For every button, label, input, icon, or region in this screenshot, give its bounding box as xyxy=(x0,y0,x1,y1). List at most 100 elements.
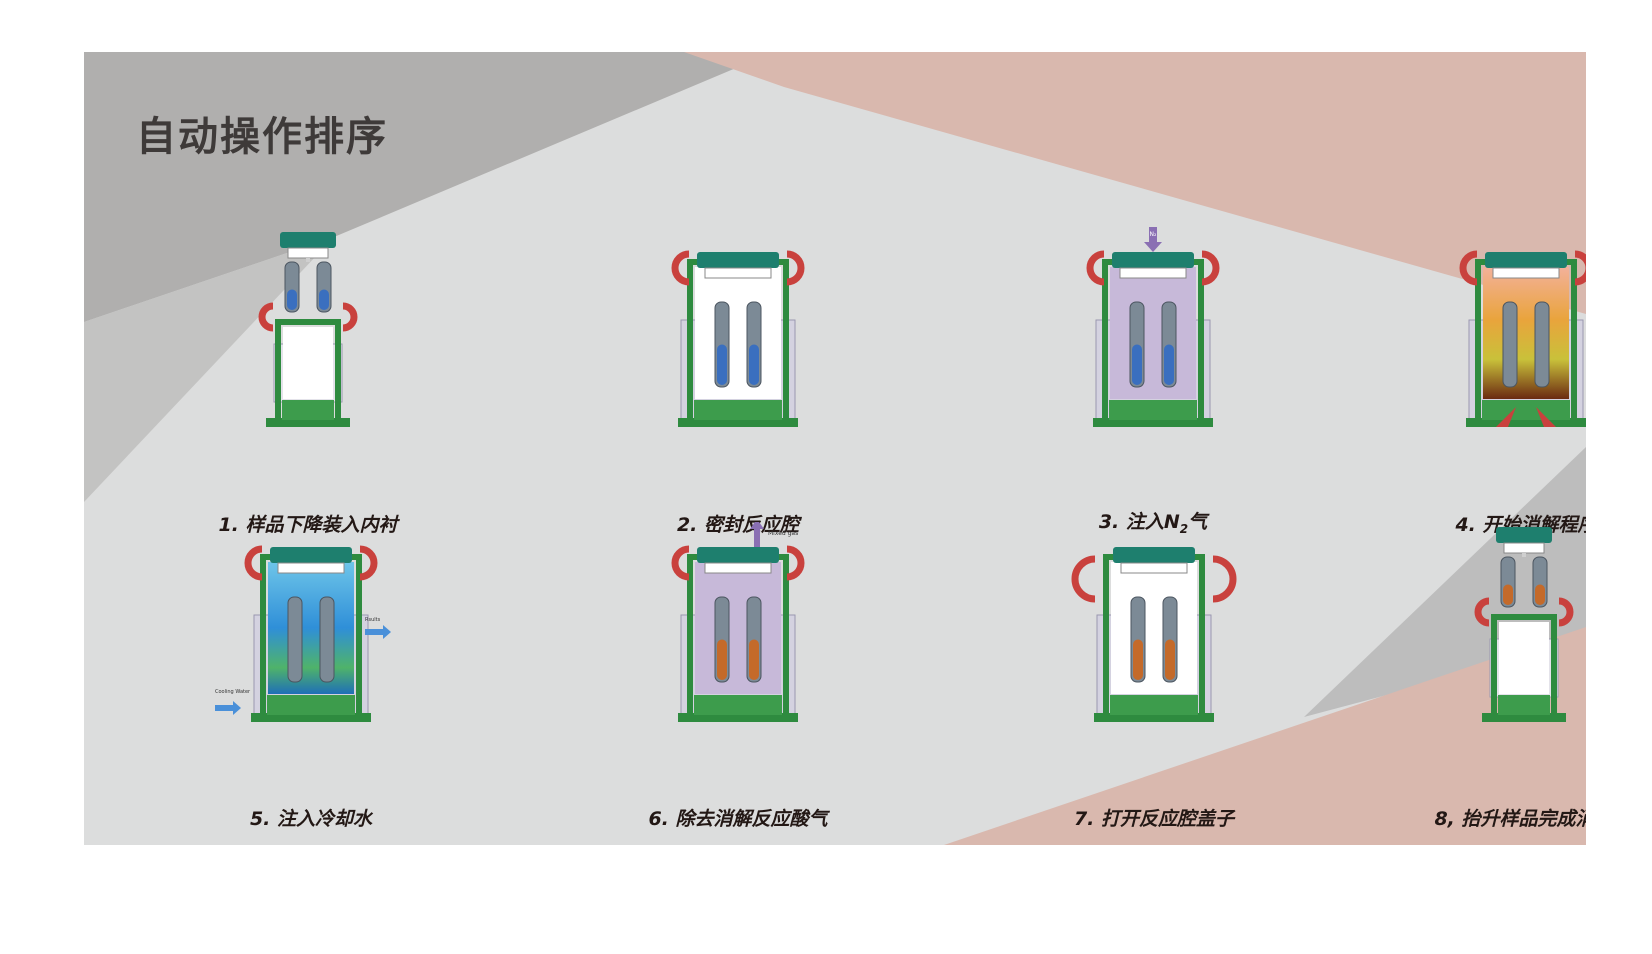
vessel-illustration xyxy=(1459,250,1586,427)
vessel-foot xyxy=(1498,695,1550,715)
clamp-arrow-icon xyxy=(1086,250,1220,286)
lid-insert xyxy=(277,562,345,574)
water-in-arrow-icon: Cooling Water xyxy=(215,689,251,715)
lid-insert xyxy=(704,267,772,279)
diagram-panel: 自动操作排序 1. 样品下降装入内衬 2. 密封反应腔 N₂ 3. 注入N2气 … xyxy=(84,52,1586,845)
vessel-base xyxy=(678,713,798,722)
step-number: 7. xyxy=(1073,808,1095,830)
step-caption: 8, 抬升样品完成消解 xyxy=(1354,804,1586,831)
vessel-foot xyxy=(694,695,782,715)
vessel-illustration xyxy=(258,232,358,427)
step-1: 1. 样品下降装入内衬 xyxy=(138,227,478,557)
clamp-arrow-icon xyxy=(1474,597,1574,627)
sample-liquid xyxy=(1133,639,1143,680)
lid-insert xyxy=(287,247,329,259)
vessel-foot xyxy=(694,400,782,420)
step-4: 4. 开始消解程序 xyxy=(1356,227,1586,557)
lid-insert xyxy=(1120,562,1188,574)
nitrogen-arrow-icon: N₂ xyxy=(1144,227,1162,252)
water-in-tag: Cooling Water xyxy=(215,689,251,695)
vessel-lid xyxy=(697,547,779,563)
sample-liquid xyxy=(319,289,329,310)
nitrogen-tag: N₂ xyxy=(1150,231,1157,238)
step-label: 抬升样品完成消解 xyxy=(1461,808,1586,830)
bg-pink-band-bottom xyxy=(944,627,1586,845)
step-caption: 3. 注入N2气 xyxy=(983,507,1323,536)
step-3: N₂ 3. 注入N2气 xyxy=(983,227,1323,557)
bg-pink-band-top xyxy=(684,52,1586,314)
step-label: 注入冷却水 xyxy=(277,808,373,830)
page-title: 自动操作排序 xyxy=(136,114,388,160)
step-caption: 7. 打开反应腔盖子 xyxy=(984,804,1324,831)
step-6: Mixed gas 6. 除去消解反应酸气 xyxy=(568,522,908,845)
vessel-illustration: N₂ xyxy=(1086,227,1220,427)
clamp-arrow-icon xyxy=(671,545,805,581)
vessel-foot xyxy=(1482,400,1570,420)
water-out-arrow-icon: Rsults xyxy=(365,617,391,639)
vessel-illustration xyxy=(671,250,805,427)
step-label: 打开反应腔盖子 xyxy=(1101,808,1235,830)
step-label: 密封反应腔 xyxy=(704,514,800,536)
step-label: 样品下降装入内衬 xyxy=(245,514,398,536)
lift-rod xyxy=(1522,553,1526,557)
vessel-base xyxy=(1094,713,1214,722)
vessel-foot xyxy=(1110,695,1198,715)
clamp-arrow-icon xyxy=(244,545,378,581)
vessel-interior xyxy=(1110,267,1196,399)
sample-tube xyxy=(319,596,335,683)
step-number: 3. xyxy=(1098,511,1120,533)
vessel-interior xyxy=(695,562,781,694)
clamp-arrow-icon xyxy=(1071,555,1237,603)
vessel-base xyxy=(1093,418,1213,427)
vessel-interior xyxy=(1111,562,1197,694)
step-number: 5. xyxy=(249,808,271,830)
sample-liquid xyxy=(717,639,727,680)
step-number: 1. xyxy=(218,514,239,536)
vessel-lid xyxy=(1112,252,1194,268)
vessel-foot xyxy=(267,695,355,715)
vessel-lid xyxy=(1496,527,1552,543)
sample-liquid xyxy=(749,639,759,680)
step-label-suffix: 气 xyxy=(1188,511,1208,533)
step-8: 8, 抬升样品完成消解 xyxy=(1354,522,1586,845)
bg-dark-band xyxy=(84,52,774,322)
step-number: 2. xyxy=(676,514,698,536)
step-caption: 6. 除去消解反应酸气 xyxy=(568,804,908,831)
step-number: 4. xyxy=(1455,514,1476,536)
vessel-illustration: Cooling Water Rsults xyxy=(215,545,391,722)
step-label: 除去消解反应酸气 xyxy=(675,808,828,830)
clamp-arrow-icon xyxy=(258,302,358,332)
clamp-arrow-icon xyxy=(1459,250,1586,286)
step-caption: 2. 密封反应腔 xyxy=(568,510,908,537)
vessel-base xyxy=(266,418,350,427)
vessel-interior xyxy=(695,267,781,399)
sample-liquid xyxy=(287,289,297,310)
vessel-base xyxy=(678,418,798,427)
sample-liquid xyxy=(749,344,759,385)
step-7: 7. 打开反应腔盖子 xyxy=(984,522,1324,845)
heat-arrow-icon xyxy=(1496,407,1556,427)
step-caption: 5. 注入冷却水 xyxy=(141,804,481,831)
gas-out-arrow-icon: Mixed gas xyxy=(750,522,798,547)
lid-insert xyxy=(704,562,772,574)
background-shapes xyxy=(84,52,1586,845)
sample-liquid xyxy=(1535,584,1545,605)
lift-rod xyxy=(306,258,310,262)
vessel-lid xyxy=(697,252,779,268)
vessel-lid xyxy=(1113,547,1195,563)
vessel-base xyxy=(251,713,371,722)
gas-tag: Mixed gas xyxy=(768,530,798,537)
vessel-illustration xyxy=(1071,547,1237,722)
sample-liquid xyxy=(1503,584,1513,605)
sample-liquid xyxy=(1132,344,1142,385)
step-number: 6. xyxy=(648,808,669,830)
step-2: 2. 密封反应腔 xyxy=(568,227,908,557)
vessel-interior xyxy=(283,327,333,399)
step-caption: 1. 样品下降装入内衬 xyxy=(138,510,478,537)
water-out-tag: Rsults xyxy=(365,617,381,623)
sample-liquid xyxy=(717,344,727,385)
sample-liquid xyxy=(1165,639,1175,680)
step-number: 8, xyxy=(1434,808,1455,830)
vessel-interior xyxy=(1499,622,1549,694)
sample-tube xyxy=(1502,301,1518,388)
